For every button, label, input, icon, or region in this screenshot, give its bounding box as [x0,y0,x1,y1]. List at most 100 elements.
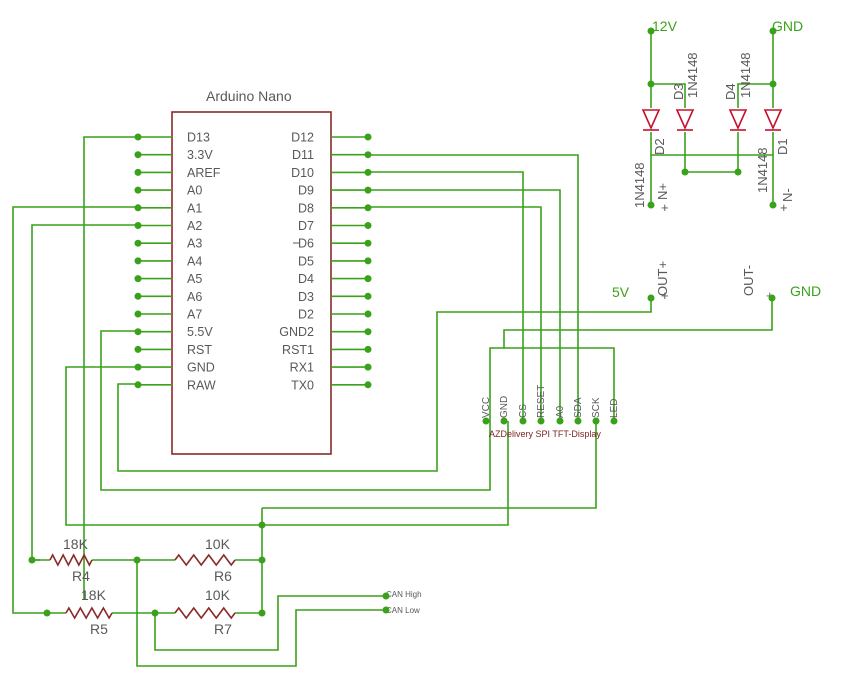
tft-pin-label: GND [499,396,510,418]
wire [368,171,524,421]
tft-pin-label: SCK [591,397,602,418]
tft-pin-label: CS [518,404,529,418]
nano-pin-label: D9 [298,184,314,198]
resistor-name: R6 [214,568,232,584]
pin-dot [364,381,372,389]
junction-dot [151,609,159,617]
wire [737,31,774,108]
tft-pin-label: A0 [555,405,566,418]
nano-pin-label: 5.5V [187,325,213,339]
nano-pin-label: D8 [298,201,314,215]
pin-dot [134,168,142,176]
pin-dot [482,417,490,425]
junction-dot [258,609,266,617]
tft-pin-label: LED [609,399,620,418]
resistor-r5: 18K R5 [47,587,155,637]
n-plus-sign: + [661,200,669,215]
label-gnd-in: GND [772,18,803,34]
pin-dot [364,239,372,247]
wire [154,595,386,651]
junction-dot [769,201,777,209]
pin-dot [574,417,582,425]
nano-pin-label: D2 [298,308,314,322]
pin-dot [364,133,372,141]
pin-dot [134,151,142,159]
wire [31,224,138,561]
junctions [28,27,777,617]
n-minus-label: N- [780,188,795,202]
nano-pin-label: D10 [291,166,314,180]
arduino-nano-title: Arduino Nano [206,88,292,104]
nano-pin-label: GND [187,361,215,375]
nano-pin-label: D12 [291,131,314,145]
resistor-body [174,606,236,620]
resistor-value: 18K [81,587,107,603]
out-plus-label: OUT+ [655,261,670,296]
pin-dot [519,417,527,425]
pin-dot [592,417,600,425]
diode-label: D4 [723,83,738,100]
junction-dot [647,294,655,302]
diode-label: 1N4148 [632,162,647,208]
diode-label: 1N4148 [738,52,753,98]
junction-dot [258,556,266,564]
can-high-label: CAN High [386,590,422,599]
pin-dot [364,328,372,336]
junction-dot [382,606,390,614]
n-minus-sign: + [780,200,788,215]
pin-dot [134,257,142,265]
wire [368,206,542,421]
nano-pin-label: RST1 [282,343,314,357]
wire [368,154,579,421]
wire [65,366,509,526]
nano-pin-label: RST [187,343,212,357]
resistor-name: R5 [90,621,108,637]
junction-dot [43,609,51,617]
nano-pin-label: D11 [292,148,314,162]
tft-pin-label: SDA [573,397,584,418]
wire [503,298,773,348]
label-gnd-out: GND [790,283,821,299]
tft-pin-label: RESET [536,385,547,418]
resistor-body [65,606,113,620]
junction-dot [28,556,36,564]
wire [12,206,138,614]
nano-pin-label: A6 [187,290,202,304]
diode-label: D3 [671,83,686,100]
resistor-value: 18K [63,536,89,552]
pin-dot [134,275,142,283]
diode-triangle [763,109,783,130]
n-plus-label: N+ [655,183,670,200]
diode-d4 [728,109,748,131]
can-low-label: CAN Low [386,606,420,615]
label-5v: 5V [612,284,630,300]
wire [136,560,386,667]
nano-pin-label: A4 [187,254,202,268]
nano-pin-label: A7 [187,308,202,322]
nano-pin-label: D7 [298,219,314,233]
wire [262,421,597,509]
nano-pin-label: RX1 [290,361,314,375]
diode-triangle [641,109,661,130]
pin-dot [364,345,372,353]
wire [83,136,138,600]
tft-display-title: AZDelivery SPI TFT-Display [489,429,601,439]
pin-dot [134,292,142,300]
nano-pin-label: D13 [187,131,210,145]
pin-dot [134,186,142,194]
nano-pin-label: D3 [298,290,314,304]
nano-pin-label: 3.3V [187,148,213,162]
nano-pin-label: A1 [187,201,202,215]
pin-dot [364,257,372,265]
pin-dot [610,417,618,425]
diode-triangle [728,109,748,130]
nano-pin-label: RAW [187,378,216,392]
junction-dot [769,27,777,35]
resistor-body [49,553,93,567]
